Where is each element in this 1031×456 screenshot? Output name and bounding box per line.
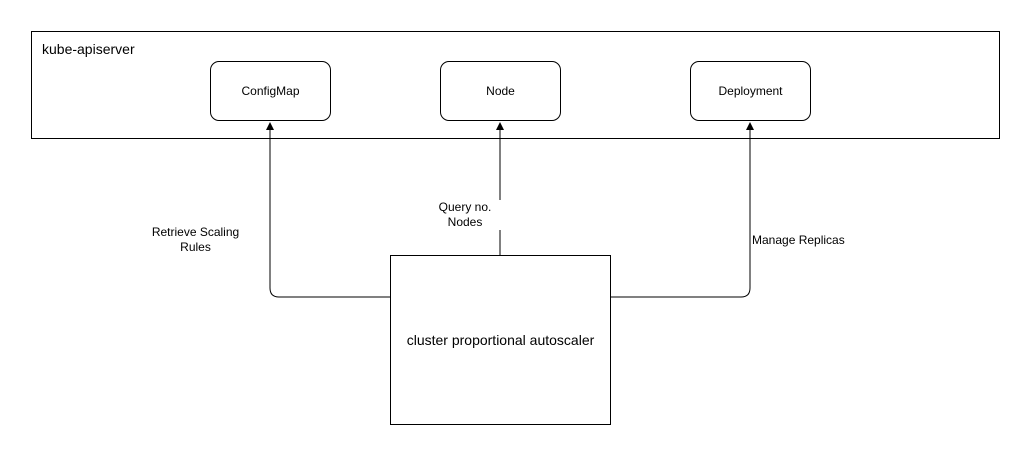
- retrieve-label-line-2: Rules: [180, 240, 211, 254]
- manage-replicas-label: Manage Replicas: [752, 233, 862, 248]
- query-label-line-1: Query no.: [438, 200, 492, 214]
- deployment-label: Deployment: [718, 84, 783, 98]
- container-title: kube-apiserver: [42, 41, 135, 57]
- deployment-node: Deployment: [690, 61, 811, 121]
- kube-apiserver-container: [31, 31, 1000, 139]
- autoscaler-label: cluster proportional autoscaler: [406, 332, 595, 348]
- edge-manage-replicas: [611, 122, 754, 298]
- configmap-node: ConfigMap: [210, 61, 331, 121]
- autoscaler-node: cluster proportional autoscaler: [390, 255, 611, 425]
- query-nodes-label: Query no. Nodes: [420, 200, 510, 230]
- node-label: Node: [486, 84, 515, 98]
- retrieve-label-line-1: Retrieve Scaling: [151, 225, 240, 239]
- node-node: Node: [440, 61, 561, 121]
- configmap-label: ConfigMap: [241, 84, 300, 98]
- retrieve-scaling-rules-label: Retrieve Scaling Rules: [138, 225, 253, 255]
- query-label-line-2: Nodes: [447, 215, 483, 229]
- edge-retrieve-scaling-rules: [266, 122, 390, 298]
